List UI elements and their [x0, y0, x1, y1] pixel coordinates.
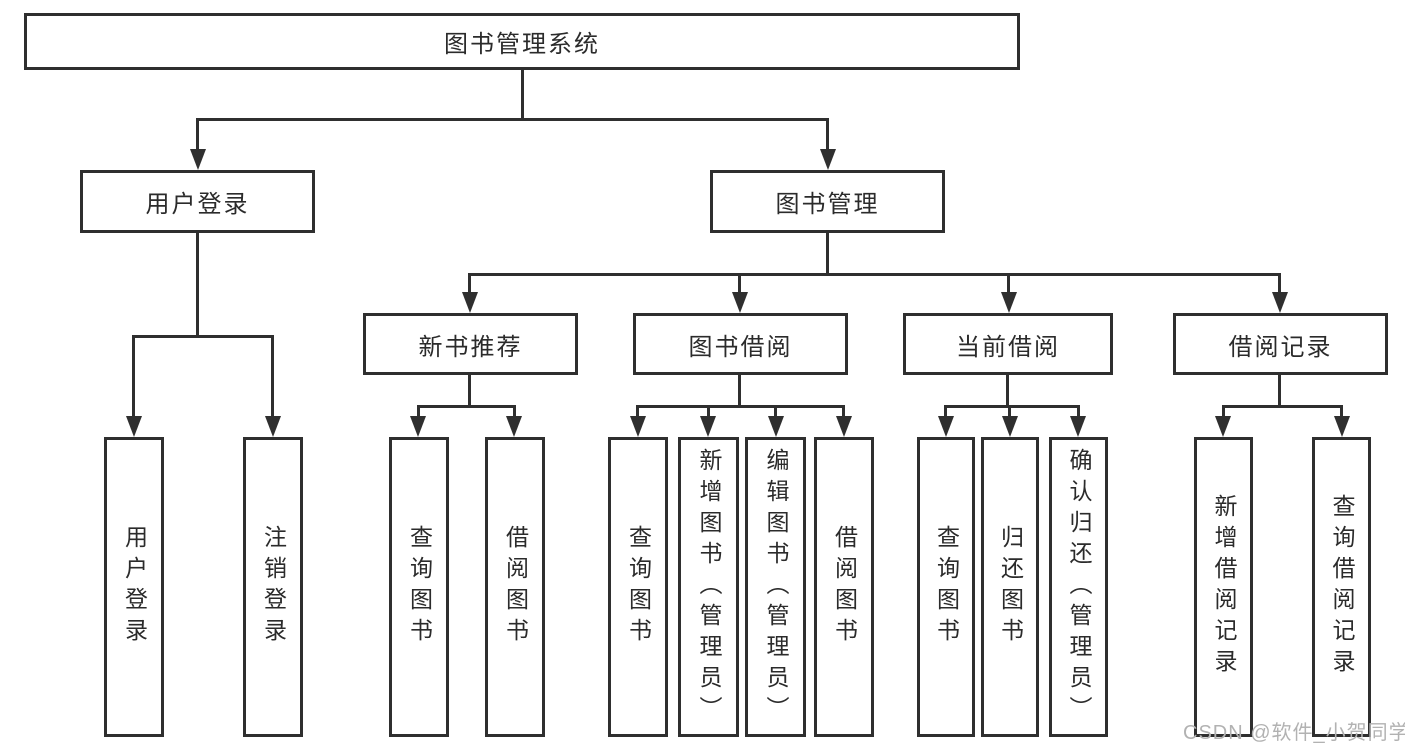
node-label: 当前借阅	[956, 333, 1060, 361]
v-line	[271, 335, 274, 419]
v-line	[132, 335, 135, 419]
v-line	[738, 273, 741, 295]
v-line	[738, 375, 741, 405]
leaf-label: 新增借阅记录	[1211, 494, 1237, 680]
leaf-confirm-return-admin: 确认归还（管理员）	[1049, 437, 1108, 737]
v-line	[468, 375, 471, 405]
h-line	[636, 405, 845, 408]
node-label: 图书管理	[775, 191, 880, 218]
node-book-management: 图书管理	[710, 170, 945, 233]
node-library-system: 图书管理系统	[24, 13, 1020, 70]
v-line	[1222, 405, 1225, 419]
v-line	[842, 405, 845, 419]
node-new-book-recommendation: 新书推荐	[363, 313, 578, 375]
node-borrowing-records: 借阅记录	[1173, 313, 1388, 375]
v-line	[1007, 273, 1010, 295]
v-line	[468, 273, 471, 295]
arrow-down-icon	[1070, 416, 1086, 437]
node-user-login: 用户登录	[80, 170, 315, 233]
v-line	[1340, 405, 1343, 419]
v-line	[417, 405, 420, 419]
h-line	[468, 273, 1281, 276]
leaf-search-books-borrow: 查询图书	[608, 437, 668, 737]
leaf-label: 借阅图书	[831, 525, 858, 649]
leaf-label: 新增图书（管理员）	[696, 447, 722, 727]
h-line	[196, 118, 829, 121]
leaf-label: 查询图书	[406, 525, 433, 649]
leaf-logout: 注销登录	[243, 437, 303, 737]
node-label: 图书管理系统	[444, 31, 600, 58]
arrow-down-icon	[732, 292, 748, 313]
arrow-down-icon	[836, 416, 852, 437]
v-line	[513, 405, 516, 419]
leaf-add-books-admin: 新增图书（管理员）	[678, 437, 739, 737]
leaf-label: 确认归还（管理员）	[1066, 447, 1092, 727]
v-line	[826, 118, 829, 152]
node-label: 用户登录	[145, 191, 250, 218]
h-line	[132, 335, 274, 338]
arrow-down-icon	[190, 149, 206, 170]
arrow-down-icon	[265, 416, 281, 437]
leaf-search-borrow-record: 查询借阅记录	[1312, 437, 1371, 737]
leaf-label: 查询图书	[933, 525, 960, 649]
arrow-down-icon	[768, 416, 784, 437]
leaf-add-borrow-record: 新增借阅记录	[1194, 437, 1253, 737]
v-line	[521, 70, 524, 118]
v-line	[944, 405, 947, 419]
v-line	[196, 118, 199, 152]
v-line	[1077, 405, 1080, 419]
arrow-down-icon	[700, 416, 716, 437]
node-current-borrowing: 当前借阅	[903, 313, 1113, 375]
arrow-down-icon	[630, 416, 646, 437]
node-book-borrowing: 图书借阅	[633, 313, 848, 375]
arrow-down-icon	[1272, 292, 1288, 313]
arrow-down-icon	[820, 149, 836, 170]
arrow-down-icon	[1001, 292, 1017, 313]
leaf-search-books-recommend: 查询图书	[389, 437, 449, 737]
leaf-edit-books-admin: 编辑图书（管理员）	[745, 437, 806, 737]
v-line	[1006, 375, 1009, 405]
node-label: 借阅记录	[1228, 333, 1333, 361]
h-line	[417, 405, 516, 408]
v-line	[636, 405, 639, 419]
arrow-down-icon	[938, 416, 954, 437]
watermark: CSDN @软件_小贺同学	[1183, 722, 1405, 744]
arrow-down-icon	[1334, 416, 1350, 437]
node-label: 新书推荐	[418, 333, 523, 361]
leaf-label: 借阅图书	[502, 525, 529, 649]
v-line	[774, 405, 777, 419]
arrow-down-icon	[462, 292, 478, 313]
leaf-label: 编辑图书（管理员）	[763, 447, 789, 727]
leaf-user-login: 用户登录	[104, 437, 164, 737]
leaf-label: 归还图书	[997, 525, 1024, 649]
leaf-label: 查询借阅记录	[1329, 494, 1355, 680]
v-line	[196, 233, 199, 335]
leaf-label: 注销登录	[260, 525, 287, 649]
v-line	[1008, 405, 1011, 419]
node-label: 图书借阅	[688, 333, 793, 361]
leaf-borrow-books-recommend: 借阅图书	[485, 437, 545, 737]
arrow-down-icon	[506, 416, 522, 437]
h-line	[1222, 405, 1343, 408]
v-line	[707, 405, 710, 419]
v-line	[826, 233, 829, 273]
arrow-down-icon	[126, 416, 142, 437]
v-line	[1278, 375, 1281, 405]
h-line	[944, 405, 1080, 408]
leaf-label: 查询图书	[625, 525, 652, 649]
arrow-down-icon	[1002, 416, 1018, 437]
leaf-label: 用户登录	[121, 525, 148, 649]
v-line	[1278, 273, 1281, 295]
leaf-search-books-current: 查询图书	[917, 437, 975, 737]
leaf-return-books: 归还图书	[981, 437, 1039, 737]
arrow-down-icon	[1215, 416, 1231, 437]
leaf-borrow-books: 借阅图书	[814, 437, 874, 737]
arrow-down-icon	[410, 416, 426, 437]
